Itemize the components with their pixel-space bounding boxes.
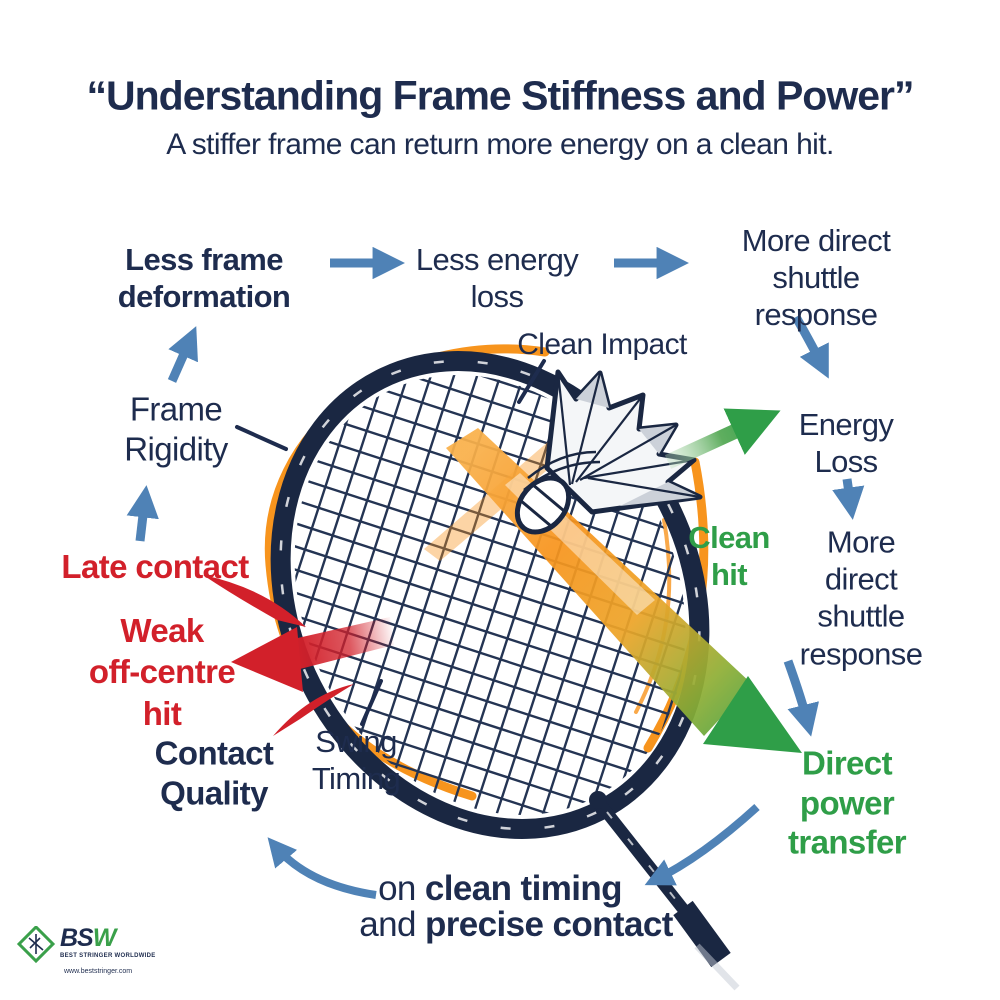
label-swing-timing: Swing Timing [311, 723, 401, 796]
page-subtitle: A stiffer frame can return more energy o… [166, 128, 834, 161]
bottom-note-bold2: precise contact [424, 905, 673, 944]
offcentre-arrowhead-icon [231, 627, 303, 692]
arrow-bottom-left-icon [267, 837, 377, 899]
bottom-note-regular1: on [378, 869, 425, 908]
offcentre-arrow-tail-icon [289, 617, 394, 670]
label-energy-loss: Energy Loss [798, 406, 894, 479]
flow-arrows [126, 246, 865, 899]
bsw-logo-text: BSW [60, 924, 117, 952]
racket-shaft [589, 791, 740, 991]
label-bottom-note-line1: on clean timing [378, 868, 622, 910]
label-clean-impact: Clean Impact [517, 328, 687, 361]
arrow-response-power-icon [783, 659, 819, 737]
swing-timing-pointer [360, 679, 383, 726]
arrow-energyloss-response-icon [832, 478, 865, 520]
shuttle-cork [514, 475, 572, 535]
label-bottom-note-line2: and precise contact [359, 904, 673, 946]
label-weak-off-centre-hit: Weak off-centre hit [88, 612, 236, 732]
label-less-frame-deformation: Less frame deformation [117, 241, 291, 314]
label-less-energy-loss: Less energy loss [415, 241, 579, 314]
bsw-logo-website: www.beststringer.com [64, 968, 133, 975]
label-clean-hit: Clean hit [688, 519, 770, 592]
label-late-contact: Late contact [61, 548, 249, 586]
label-frame-rigidity: Frame Rigidity [124, 390, 228, 467]
label-contact-quality: Contact Quality [154, 734, 274, 811]
clean-hit-arrow-icon [664, 408, 781, 469]
label-more-direct-shuttle-response-top: More direct shuttle response [741, 223, 891, 333]
bsw-logo-icon [16, 926, 56, 964]
arrow-response-energyloss-icon [792, 314, 829, 379]
page-title: “Understanding Frame Stiffness and Power… [86, 72, 915, 119]
shuttlecock [514, 369, 703, 535]
pointer-lines [235, 359, 546, 726]
warning-arrows [203, 575, 394, 736]
label-direct-power-transfer: Direct power transfer [787, 744, 907, 861]
bsw-logo-text-navy: BS [60, 924, 94, 952]
arrow-power-bottom-icon [644, 804, 760, 886]
label-more-direct-shuttle-response-right: More direct shuttle response [799, 524, 923, 672]
bottom-note-regular2: and [359, 905, 425, 944]
power-arrowhead-icon [703, 676, 802, 753]
late-contact-swoosh-icon [203, 575, 306, 627]
swing-swoosh-icon [273, 684, 354, 736]
frame-rigidity-pointer [235, 425, 288, 451]
bsw-logo-tagline: BEST STRINGER WORLDWIDE [60, 953, 156, 959]
arrow-latecontact-up-icon [126, 485, 159, 542]
clean-impact-pointer [517, 359, 546, 404]
arrow-rigidity-up-icon [167, 326, 198, 383]
bsw-logo: BSW BEST STRINGER WORLDWIDE www.beststri… [16, 926, 156, 975]
bottom-note-bold1: clean timing [424, 869, 623, 908]
bsw-logo-text-green: W [92, 924, 117, 952]
